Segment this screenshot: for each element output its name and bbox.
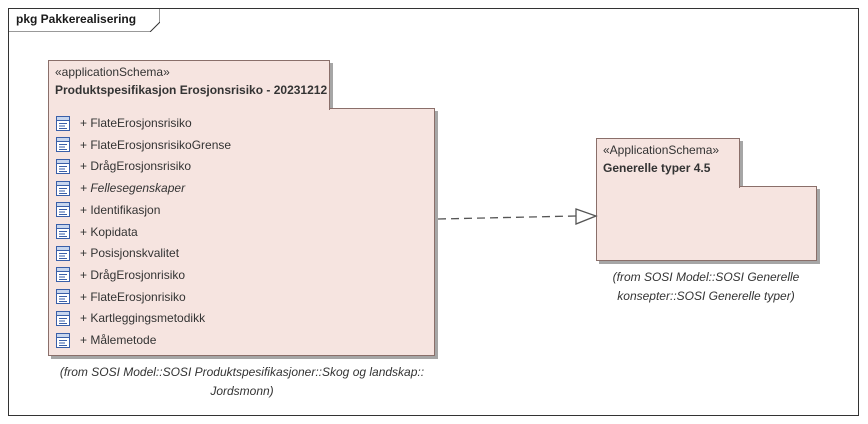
- package-item[interactable]: + Identifikasjon: [56, 201, 160, 219]
- package-item-label: + DrågErosjonrisiko: [80, 267, 186, 282]
- class-icon: [56, 115, 70, 131]
- from-line-1: (from SOSI Model::SOSI Produktspesifikas…: [59, 365, 425, 379]
- package-from-note: (from SOSI Model::SOSI Produktspesifikas…: [40, 363, 444, 401]
- package-item-label: + FlateErosjonsrisikoGrense: [80, 137, 232, 152]
- package-item[interactable]: + Kartleggingsmetodikk: [56, 309, 205, 327]
- from-line-2: Jordsmonn): [210, 384, 274, 398]
- package-item[interactable]: + DrågErosjonsrisiko: [56, 157, 191, 175]
- from-line-1: (from SOSI Model::SOSI Generelle: [612, 270, 800, 284]
- package-from-note: (from SOSI Model::SOSI Generelle konsept…: [586, 268, 826, 306]
- class-icon: [56, 224, 70, 239]
- package-item[interactable]: + FlateErosjonsrisiko: [56, 114, 192, 132]
- package-body-produktspesifikasjon[interactable]: [48, 108, 435, 356]
- class-icon: [56, 180, 70, 196]
- package-item[interactable]: + DrågErosjonrisiko: [56, 266, 185, 284]
- package-item[interactable]: + Fellesegenskaper: [56, 179, 185, 197]
- package-item[interactable]: + Posisjonskvalitet: [56, 244, 179, 262]
- class-icon: [56, 310, 70, 326]
- package-tab-overlay-2: [596, 138, 740, 188]
- realization-arrowhead: [575, 208, 598, 225]
- class-icon: [56, 267, 70, 283]
- package-tab-overlay: [48, 60, 330, 110]
- class-icon: [56, 137, 70, 153]
- class-icon: [56, 245, 70, 261]
- class-icon: [56, 289, 70, 305]
- package-item-label: + Fellesegenskaper: [80, 181, 186, 196]
- package-item-label: + FlateErosjonsrisiko: [80, 116, 192, 130]
- package-body-generelle-typer[interactable]: [596, 186, 817, 261]
- frame-title: pkg Pakkerealisering: [16, 12, 137, 26]
- realization-line: [437, 215, 577, 220]
- package-item-label: + Posisjonskvalitet: [80, 246, 180, 261]
- package-item-label: + Målemetode: [80, 333, 157, 347]
- package-item[interactable]: + FlateErosjonsrisikoGrense: [56, 136, 231, 154]
- class-icon: [56, 332, 70, 348]
- package-stereotype: «ApplicationSchema»: [603, 143, 720, 157]
- package-item-label: + Kartleggingsmetodikk: [80, 311, 206, 326]
- package-item-label: + DrågErosjonsrisiko: [80, 159, 192, 174]
- package-name-label: Produktspesifikasjon Erosjonsrisiko - 20…: [55, 83, 328, 97]
- package-item-label: + Kopidata: [80, 224, 138, 239]
- frame-tab: [8, 8, 160, 32]
- package-item-label: + Identifikasjon: [80, 202, 161, 217]
- class-icon: [56, 202, 70, 218]
- class-icon: [56, 158, 70, 174]
- package-item[interactable]: + FlateErosjonrisiko: [56, 288, 186, 306]
- package-item[interactable]: + Målemetode: [56, 331, 156, 349]
- from-line-2: konsepter::SOSI Generelle typer): [617, 289, 795, 303]
- package-item-label: + FlateErosjonrisiko: [80, 289, 186, 304]
- package-stereotype-label: «applicationSchema»: [55, 65, 170, 79]
- package-name[interactable]: Generelle typer 4.5: [603, 161, 711, 175]
- package-item[interactable]: + Kopidata: [56, 223, 138, 241]
